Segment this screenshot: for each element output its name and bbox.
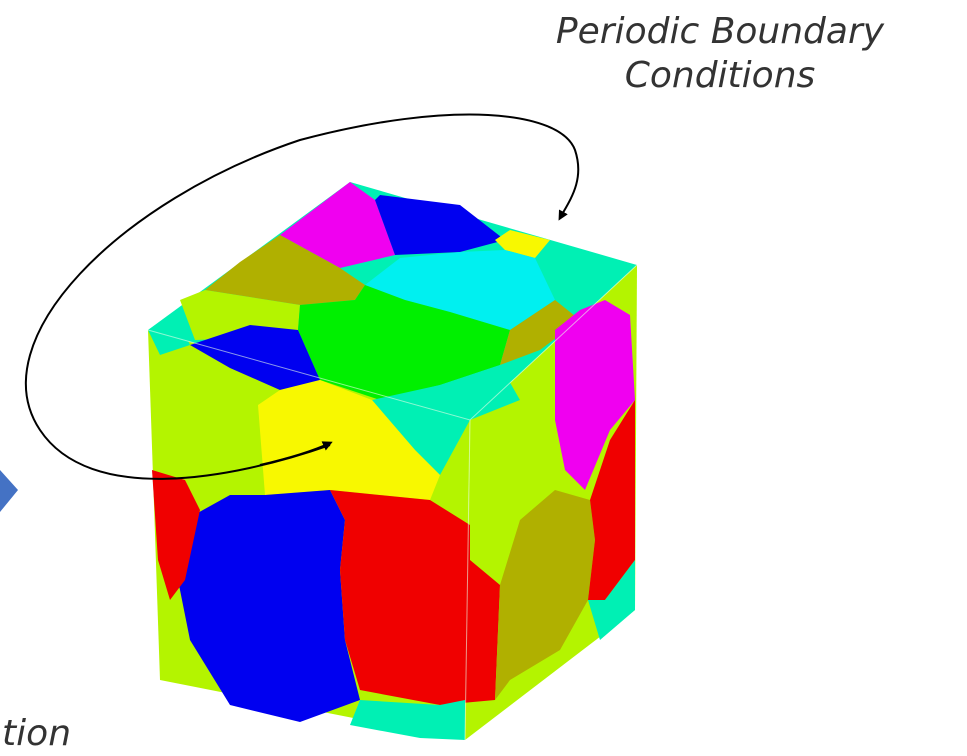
- grain-right-magenta: [555, 300, 635, 490]
- grain-left-red: [330, 490, 500, 705]
- pbc-annotation: Periodic Boundary Conditions: [500, 10, 940, 98]
- grain-corner-aqua: [148, 312, 190, 355]
- grain-top-blue-left: [190, 325, 320, 390]
- pbc-loop-arrow-end: [259, 441, 333, 466]
- grain-left-aqua-bottom: [350, 700, 465, 740]
- grain-top-magenta: [280, 182, 395, 268]
- grain-top-olive-right: [500, 300, 580, 365]
- grain-left-blue: [178, 490, 360, 722]
- pbc-annotation-line2: Conditions: [624, 55, 816, 96]
- grain-top-blue: [375, 195, 505, 255]
- grain-top-green: [298, 285, 510, 400]
- partial-arrow-shape: [0, 470, 18, 512]
- grain-left-red-edge: [152, 470, 200, 600]
- grain-left-yellow: [258, 380, 440, 500]
- cube-vertical-edge: [464, 419, 471, 741]
- grain-top-olive: [205, 235, 365, 305]
- grain-right-red: [588, 400, 635, 600]
- pbc-annotation-line1: Periodic Boundary: [555, 11, 885, 52]
- grain-right-aqua: [588, 560, 635, 640]
- grain-top-cyan: [365, 250, 555, 330]
- pbc-loop-arrow: [25, 113, 580, 480]
- grain-top-aqua: [372, 365, 520, 475]
- grain-right-olive: [495, 490, 595, 700]
